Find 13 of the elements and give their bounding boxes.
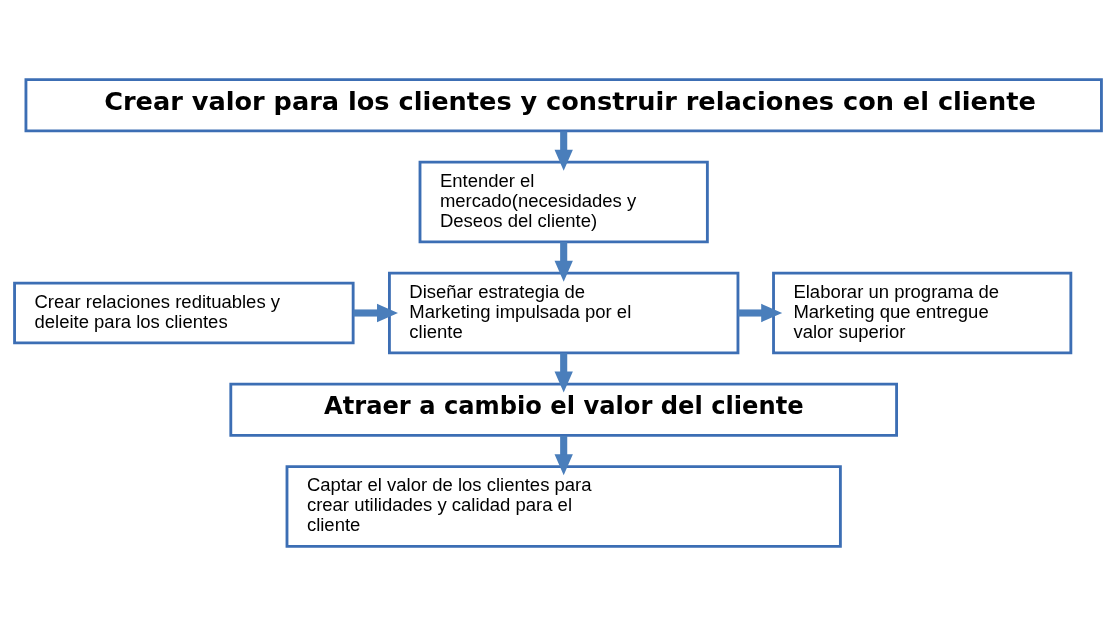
node-box: Crear valor para los clientes y construir relaciones con el cliente: [24, 78, 1103, 133]
arrow: [554, 435, 573, 476]
node-box: Captar el valor de los clientes para crear utilidades y calidad para el cliente: [285, 465, 842, 548]
node-box: Diseñar estrategia de Marketing impulsada por el cliente: [388, 271, 740, 355]
node-box: Atraer a cambio el valor del cliente: [229, 382, 898, 437]
node-box: Entender el mercado(necesidades y Deseos del cliente): [418, 160, 709, 244]
arrow: [554, 353, 573, 393]
node-box: Crear relaciones redituables y deleite para los clientes: [13, 281, 355, 345]
arrow: [353, 303, 398, 323]
arrow: [554, 131, 573, 171]
node-box: Elaborar un programa de Marketing que entregue valor superior: [772, 271, 1073, 355]
arrow: [554, 241, 573, 282]
arrow: [738, 303, 783, 323]
